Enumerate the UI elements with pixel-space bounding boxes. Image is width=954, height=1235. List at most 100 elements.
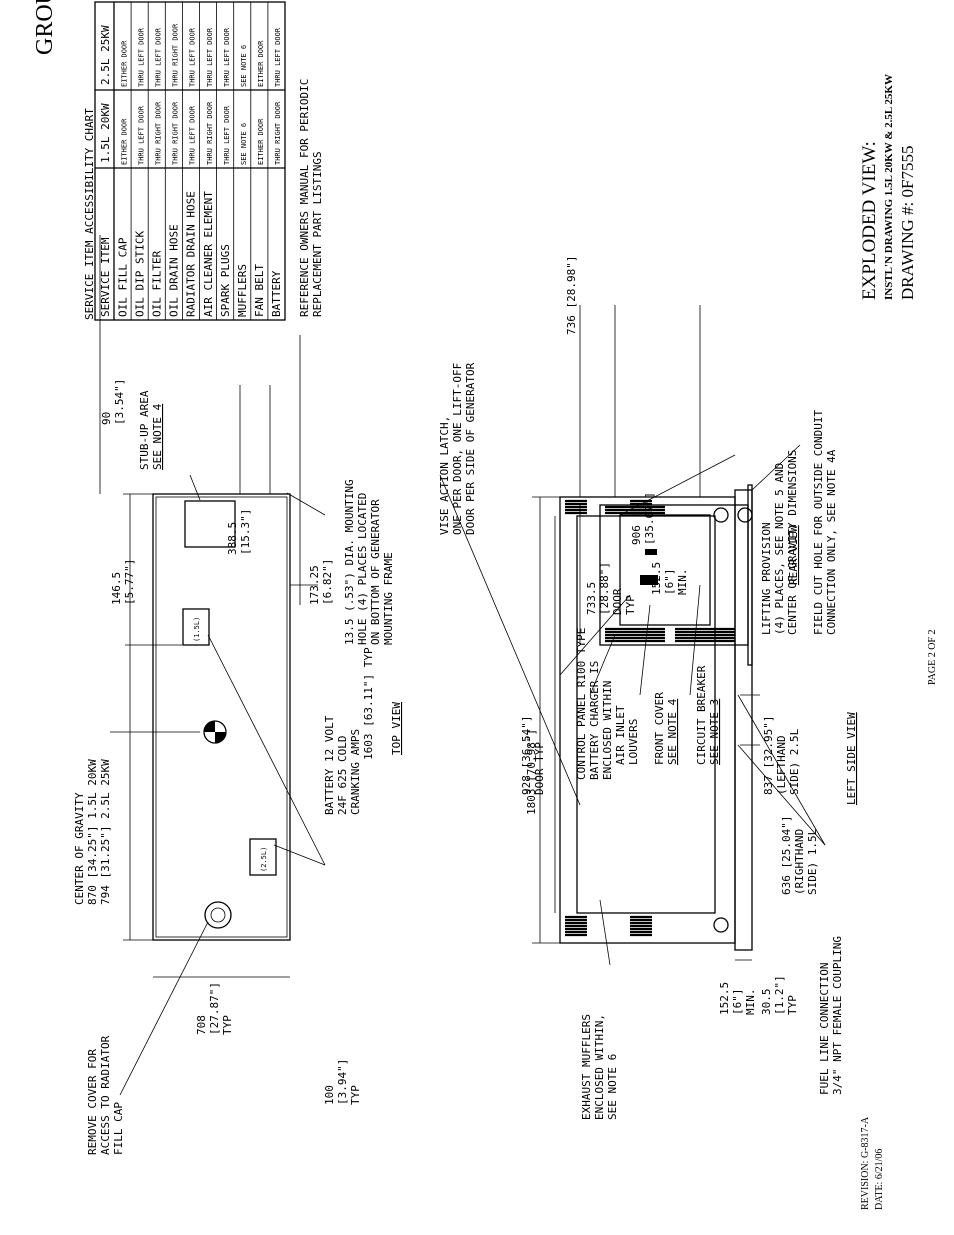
dim-636-side: (RIGHTHAND: [793, 829, 806, 895]
group-title: GROUP G: [32, 0, 58, 55]
chart-cell-15l: THRU RIGHT DOOR: [155, 101, 163, 165]
rear-view-label: REAR VIEW: [787, 525, 800, 585]
chart-cell-25l: THRU LEFT DOOR: [274, 27, 282, 87]
chart-cell-15l: THRU LEFT DOOR: [189, 105, 197, 165]
remove-cover-1: REMOVE COVER FOR: [86, 1049, 99, 1155]
chart-cell-15l: SEE NOTE 6: [240, 123, 248, 165]
revision-date: DATE: 6/21/06: [874, 1149, 885, 1210]
battery-1: BATTERY 12 VOLT: [323, 715, 336, 815]
reference-line-2: REPLACEMENT PART LISTINGS: [311, 151, 324, 317]
chart-cell-25l: THRU LEFT DOOR: [155, 27, 163, 87]
dim-708-typ: TYP: [221, 1015, 234, 1035]
dim-100: 100: [323, 1085, 336, 1105]
battery-2: 24F 625 COLD: [336, 736, 349, 815]
breaker-1: CIRCUIT BREAKER: [695, 665, 708, 765]
control-2: BATTERY CHARGER IS: [588, 661, 601, 780]
stub-up-2: SEE NOTE 4: [151, 403, 164, 470]
dim-1525a-in: [6"]: [731, 989, 744, 1016]
dim-1525b-min: MIN.: [676, 569, 689, 596]
dim-3885: 388.5: [226, 522, 239, 555]
dim-928-door: DOOR TYP: [533, 742, 546, 795]
stub-up-1: STUB-UP AREA: [138, 390, 151, 470]
chart-cell-15l: EITHER DOOR: [120, 118, 128, 165]
chart-cell-25l: THRU LEFT DOOR: [206, 27, 214, 87]
exploded-title: EXPLODED VIEW:: [859, 141, 880, 300]
chart-cell-item: AIR CLEANER ELEMENT: [202, 191, 215, 317]
cog-line-2: 870 [34.25"] 1.5L 20KW: [86, 759, 99, 905]
hole-4: MOUNTING FRAME: [382, 552, 395, 645]
air-2: LOUVERS: [627, 719, 640, 765]
drawing-number: DRAWING #: 0F7555: [898, 146, 917, 300]
dim-1803: 1803 [70.98"]: [525, 729, 538, 815]
chart-cell-15l: THRU RIGHT DOOR: [206, 101, 214, 165]
chart-cell-item: BATTERY: [270, 270, 283, 317]
vise-3: DOOR PER SIDE OF GENERATOR: [464, 362, 477, 535]
dim-906-in: [35.67"]: [643, 492, 656, 545]
chart-cell-15l: EITHER DOOR: [257, 118, 265, 165]
cog-line-3: 794 [31.25"] 2.5L 25KW: [99, 759, 112, 905]
cog-line-1: CENTER OF GRAVITY: [73, 792, 86, 905]
chart-cell-25l: THRU LEFT DOOR: [189, 27, 197, 87]
dim-636: 636 [25.04"]: [780, 816, 793, 895]
chart-cell-item: OIL FILTER: [151, 250, 164, 317]
dim-1603: 1603 [63.11"] TYP: [362, 647, 375, 760]
dim-7335-door: DOOR: [611, 588, 624, 615]
lifting-1: LIFTING PROVISION: [760, 522, 773, 635]
dim-708-in: [27.87"]: [208, 982, 221, 1035]
service-chart: SERVICE ITEM ACCESSIBILITY CHART SERVICE…: [83, 1, 324, 321]
fuel-2: 3/4" NPT FEMALE COUPLING: [831, 936, 844, 1095]
control-3: ENCLOSED WITHIN: [601, 681, 614, 780]
chart-cell-item: OIL DRAIN HOSE: [168, 224, 181, 317]
dim-636-l: SIDE) 1.5L: [806, 828, 819, 895]
dim-7335-in: [28.88"]: [598, 562, 611, 615]
exhaust-3: SEE NOTE 6: [606, 1054, 619, 1120]
chart-cell-item: SPARK PLUGS: [219, 244, 232, 317]
vise-1: VISE ACTION LATCH,: [438, 416, 451, 535]
hole-2: HOLE (4) PLACES LOCATED: [356, 493, 369, 645]
dim-837: 837 [32.95"]: [762, 716, 775, 795]
top-view-label: TOP VIEW: [390, 702, 403, 755]
chart-cell-25l: SEE NOTE 6: [240, 45, 248, 87]
chart-title: SERVICE ITEM ACCESSIBILITY CHART: [83, 108, 96, 320]
chart-cell-25l: EITHER DOOR: [257, 40, 265, 87]
front-1: FRONT COVER: [653, 692, 666, 765]
battery-3: CRANKING AMPS: [349, 729, 362, 815]
dim-1525b-in: [6"]: [663, 569, 676, 596]
fuel-1: FUEL LINE CONNECTION: [818, 963, 831, 1095]
air-1: AIR INLET: [614, 705, 627, 765]
chart-cell-item: MUFFLERS: [236, 264, 249, 317]
chart-cell-15l: THRU LEFT DOOR: [223, 105, 231, 165]
dim-17325-in: [6.82"]: [321, 559, 334, 605]
chart-cell-item: RADIATOR DRAIN HOSE: [185, 191, 198, 317]
chart-cell-25l: THRU LEFT DOOR: [223, 27, 231, 87]
dim-1525a-min: MIN.: [744, 989, 757, 1016]
dim-100-typ: TYP: [349, 1085, 362, 1105]
chart-cell-item: OIL DIP STICK: [133, 231, 146, 317]
top-view: (1.5L) (2.5L) CENTER OF GRAVITY 870 [34.…: [73, 235, 403, 1155]
chart-cell-item: OIL FILL CAP: [116, 237, 129, 317]
exhaust-1: EXHAUST MUFFLERS: [580, 1014, 593, 1120]
battery-15l-label: (1.5L): [193, 617, 201, 642]
battery-25l-label: (2.5L): [260, 847, 268, 872]
install-line: INSTL'N DRAWING 1.5L 20KW & 2.5L 25KW: [883, 74, 895, 300]
dim-7335: 733.5: [585, 582, 598, 615]
remove-cover-2: ACCESS TO RADIATOR: [99, 1035, 112, 1155]
chart-cell-15l: THRU RIGHT DOOR: [274, 101, 282, 165]
dim-305: 30.5: [760, 989, 773, 1016]
chart-col-15l: 1.5L 20KW: [99, 103, 112, 163]
dim-906: 906: [630, 525, 643, 545]
dim-1465-in: [5.77"]: [123, 559, 136, 605]
vise-2: ONE PER DOOR, ONE LIFT-OFF: [451, 363, 464, 535]
dim-100-in: [3.94"]: [336, 1059, 349, 1105]
dim-708: 708: [195, 1015, 208, 1035]
front-2: SEE NOTE 4: [666, 698, 679, 765]
dim-837-l: SIDE) 2.5L: [788, 728, 801, 795]
dim-3885-in: [15.3"]: [239, 509, 252, 555]
dim-90: 90: [100, 412, 113, 425]
rear-view: CONTROL PANEL R100 TYPE BATTERY CHARGER …: [559, 256, 800, 780]
chart-cell-item: FAN BELT: [253, 264, 266, 317]
chart-cell-25l: EITHER DOOR: [120, 40, 128, 87]
